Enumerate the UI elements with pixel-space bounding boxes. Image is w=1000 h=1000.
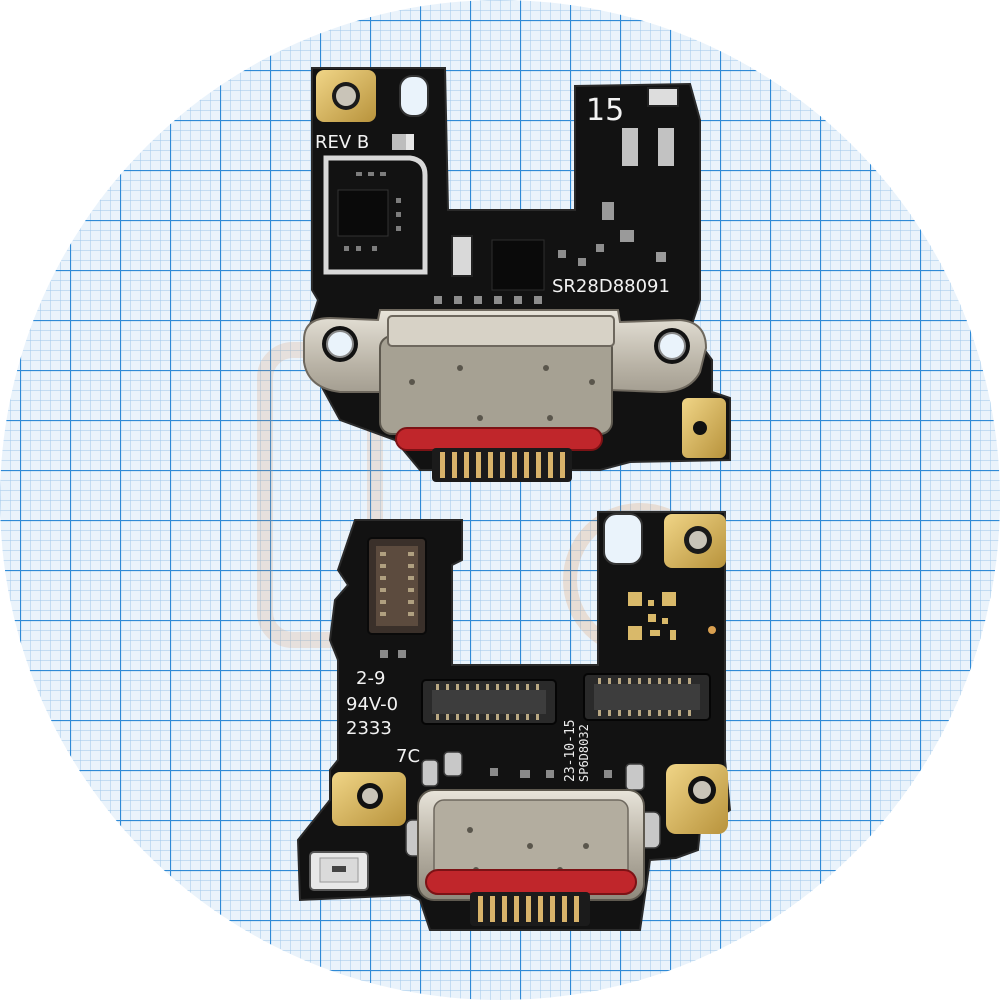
- top-flex-board: REV B 15 SR28D88091: [303, 67, 731, 482]
- silk-line-2: 94V-0: [346, 694, 398, 715]
- usb-c-port: [379, 335, 613, 435]
- red-gasket: [395, 427, 603, 451]
- rev-label: REV B: [315, 132, 369, 153]
- bottom-flex-board: 2-9 94V-0 2333 7C 23-10-15 SP6D8032: [296, 511, 732, 931]
- qr-code: [626, 590, 678, 642]
- silk-line-4: 7C: [396, 746, 420, 767]
- ic-chip: [337, 189, 389, 237]
- ic-chip: [491, 239, 545, 291]
- red-gasket: [425, 869, 637, 895]
- smd-pad: [647, 87, 679, 107]
- serial-label: SR28D88091: [552, 276, 670, 297]
- silk-line-1: 2-9: [356, 668, 385, 689]
- smd-pad: [658, 128, 674, 166]
- board-number: 15: [586, 93, 624, 128]
- lot-code: SP6D8032: [577, 724, 591, 782]
- smd-pad: [622, 128, 638, 166]
- silk-line-3: 2333: [346, 718, 392, 739]
- date-code: 23-10-15: [563, 719, 578, 782]
